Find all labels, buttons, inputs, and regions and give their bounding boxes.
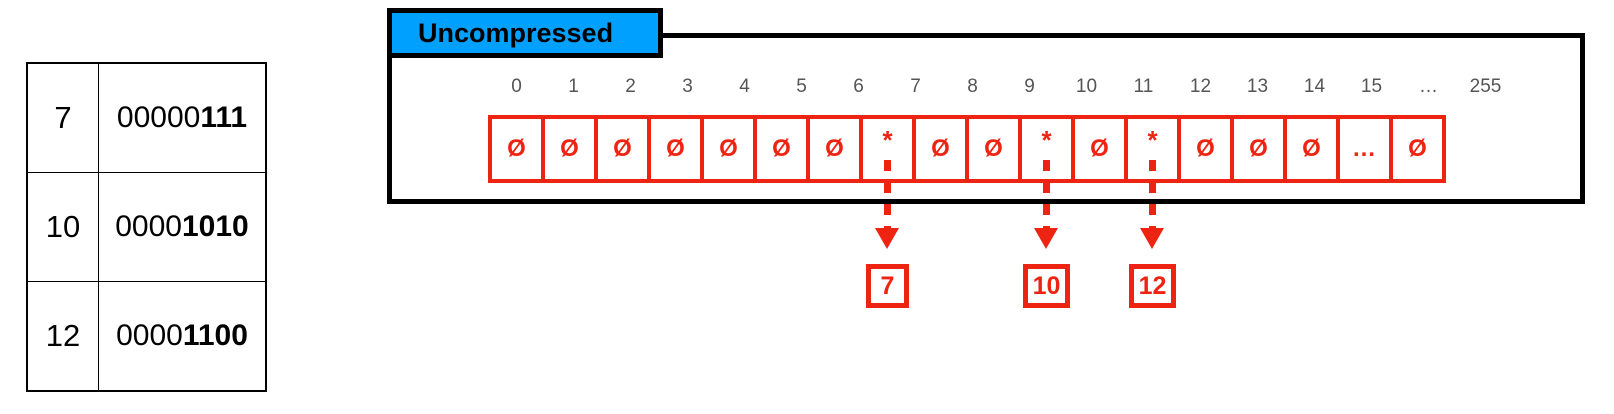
array-cell-empty: Ø <box>541 115 598 183</box>
array-cell-empty: Ø <box>700 115 757 183</box>
array-index-label: 255 <box>1469 76 1502 97</box>
array-cell-empty: Ø <box>965 115 1022 183</box>
binary-leading-zeros: 0000 <box>116 319 183 352</box>
array-index-label: 11 <box>1133 76 1154 97</box>
array-index-label: 9 <box>1024 76 1035 97</box>
arrow-dashed-stem <box>1043 160 1050 228</box>
binary-leading-zeros: 00000 <box>116 101 201 134</box>
arrow-head-icon <box>1140 228 1164 249</box>
array-index-label: 2 <box>625 76 636 97</box>
result-value-box: 7 <box>866 264 909 308</box>
decimal-value-cell: 7 <box>26 62 99 173</box>
array-index-label: 0 <box>511 76 522 97</box>
array-cell-empty: Ø <box>1071 115 1128 183</box>
table-row: 12 00001100 <box>26 281 267 392</box>
binary-leading-zeros: 0000 <box>115 210 182 243</box>
array-index-label: 3 <box>682 76 693 97</box>
array-cell-empty: Ø <box>594 115 651 183</box>
binary-value-cell: 00000111 <box>98 62 267 173</box>
array-cell-empty: Ø <box>806 115 863 183</box>
binary-significant-bits: 1010 <box>182 210 249 243</box>
binary-value-cell: 00001010 <box>98 172 267 282</box>
array-index-label: 1 <box>568 76 579 97</box>
uncompressed-label-text: Uncompressed <box>418 17 614 48</box>
uncompressed-label-badge: Uncompressed <box>387 8 663 58</box>
array-index-label: … <box>1419 76 1438 97</box>
decimal-value-cell: 10 <box>26 172 99 282</box>
array-index-label: 6 <box>853 76 864 97</box>
arrow-head-icon <box>1034 228 1058 249</box>
arrow-head-icon <box>875 228 899 249</box>
array-index-label: 14 <box>1303 76 1326 97</box>
array-index-label: 12 <box>1189 76 1212 97</box>
array-cell-empty: Ø <box>1177 115 1234 183</box>
array-index-label: 10 <box>1075 76 1098 97</box>
array-cell-empty: Ø <box>1230 115 1287 183</box>
array-index-label: 7 <box>910 76 921 97</box>
array-index-label: 5 <box>796 76 807 97</box>
table-row: 10 00001010 <box>26 172 267 282</box>
arrow-dashed-stem <box>1149 160 1156 228</box>
result-value-box: 12 <box>1129 264 1176 308</box>
lookup-table-body: 7 00000111 10 00001010 12 00001100 <box>26 62 267 392</box>
array-index-label: 4 <box>739 76 750 97</box>
decimal-value-cell: 12 <box>26 281 99 392</box>
result-value-box: 10 <box>1023 264 1070 308</box>
table-row: 7 00000111 <box>26 62 267 173</box>
array-cell-ellipsis: … <box>1336 115 1393 183</box>
array-cell-empty: Ø <box>647 115 704 183</box>
array-cell-empty: Ø <box>1283 115 1340 183</box>
binary-value-cell: 00001100 <box>98 281 267 392</box>
binary-significant-bits: 1100 <box>182 319 248 352</box>
decimal-binary-lookup-table: 7 00000111 10 00001010 12 00001100 <box>26 62 267 392</box>
array-cell-empty: Ø <box>1389 115 1446 183</box>
array-index-label: 15 <box>1360 76 1383 97</box>
array-cell-empty: Ø <box>912 115 969 183</box>
array-index-label: 8 <box>967 76 978 97</box>
array-index-label: 13 <box>1246 76 1269 97</box>
array-cell-empty: Ø <box>753 115 810 183</box>
array-cell-empty: Ø <box>488 115 545 183</box>
arrow-dashed-stem <box>884 160 891 228</box>
binary-significant-bits: 111 <box>200 101 248 134</box>
